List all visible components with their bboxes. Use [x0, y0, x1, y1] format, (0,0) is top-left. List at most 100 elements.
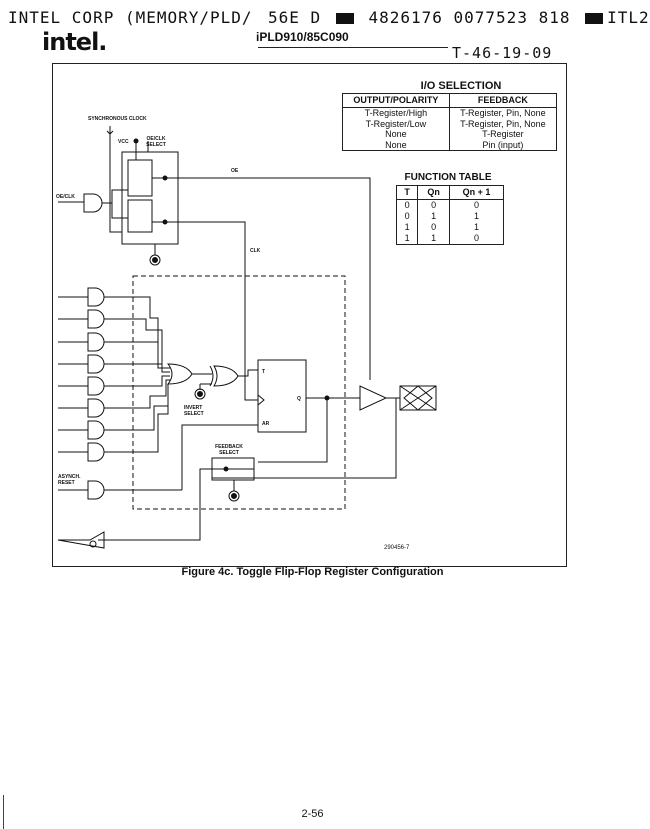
header-left: INTEL CORP (MEMORY/PLD/: [8, 8, 253, 27]
sync-clock-lines: [109, 134, 149, 233]
buffer-bubble: [89, 540, 97, 548]
table-cell: 0: [395, 211, 419, 222]
table-cell: 0: [448, 233, 505, 245]
clk-label: CLK: [250, 248, 261, 254]
product-term-routing: [104, 296, 170, 453]
column-header: FEEDBACK: [448, 93, 558, 108]
sync-clock-label: SYNCHRONOUS CLOCK: [88, 116, 147, 122]
oe-clk-select-label: OE/CLK SELECT: [146, 136, 166, 148]
q-output-line: [258, 397, 360, 463]
oe-label: OE: [231, 168, 239, 174]
black-block: [585, 13, 604, 24]
intel-logo: intel.: [42, 28, 107, 56]
header-numbers: 4826176 0077523 818: [368, 8, 571, 27]
product-term-gates: [58, 287, 105, 462]
column-header: Qn + 1: [448, 185, 505, 200]
feedback-node: [223, 466, 229, 472]
page-edge-line: [3, 795, 4, 829]
table-cell: 1: [448, 211, 505, 222]
t-input-label: T: [262, 369, 266, 375]
column-header: Qn: [417, 185, 450, 200]
mux-internal-lines: [152, 177, 178, 223]
mux-node: [162, 175, 168, 181]
invert-select-label: INVERT SELECT: [184, 405, 204, 417]
table-cell: T-Register: [448, 129, 558, 140]
table-cell: 1: [395, 233, 419, 245]
table-cell: 1: [417, 233, 450, 245]
t-flip-flop: [257, 359, 307, 433]
table-cell: 1: [448, 222, 505, 233]
table-cell: 1: [395, 222, 419, 233]
black-block: [335, 13, 354, 24]
oe-clk-branch: [111, 203, 128, 219]
figure-frame: [52, 63, 567, 567]
ar-line: [181, 424, 258, 490]
mux-node: [162, 219, 168, 225]
table-header-row: T Qn Qn + 1: [395, 185, 505, 200]
io-selection-table: OUTPUT/POLARITY FEEDBACK T-Register/High…: [342, 93, 558, 151]
q-output-label: Q: [297, 396, 301, 402]
table-cell: 0: [395, 199, 419, 211]
mux-switch-upper: [127, 159, 153, 197]
vcc-label: VCC: [118, 139, 129, 145]
oe-line: [178, 177, 371, 380]
logic-diagram: [57, 126, 437, 549]
table-cell: None: [342, 139, 450, 151]
pin-feedback-line: [212, 398, 397, 479]
column-header: T: [395, 185, 419, 200]
invert-fuse-dot: [197, 391, 203, 397]
table-cell: 1: [417, 211, 450, 222]
oe-clk-input-label: OE/CLK: [56, 194, 75, 200]
feedback-to-array: [98, 468, 235, 541]
figure-caption: Figure 4c. Toggle Flip-Flop Register Con…: [181, 566, 444, 578]
oe-clk-mux: [121, 151, 179, 245]
part-number: iPLD910/85C090: [256, 30, 349, 44]
function-table-title: FUNCTION TABLE: [404, 172, 492, 183]
feedback-select-label: FEEDBACK SELECT: [215, 444, 243, 456]
header-rule: [258, 47, 448, 48]
table-cell: 0: [417, 222, 450, 233]
xor-gate: [192, 365, 258, 387]
async-reset-gate: [58, 480, 182, 500]
table-cell: 0: [448, 199, 505, 211]
page-number: 2-56: [301, 808, 324, 820]
mux-switch-lower: [127, 199, 153, 233]
io-selection-title: I/O SELECTION: [420, 80, 502, 92]
doc-number: T-46-19-09: [452, 44, 553, 62]
table-cell: None: [342, 129, 450, 140]
invert-fuse-icon: [194, 388, 206, 400]
table-cell: T-Register, Pin, None: [448, 118, 558, 129]
feedback-input-buffer: [57, 531, 105, 549]
feedback-fuse-dot: [231, 493, 237, 499]
header-tail: ITL2: [607, 8, 650, 27]
clk-line: [178, 221, 258, 401]
ar-input-label: AR: [262, 421, 270, 427]
pin-x-mark: [399, 385, 437, 411]
sync-clock-arrow: [106, 126, 114, 135]
or-gate: [166, 363, 193, 385]
table-cell: T-Register/High: [342, 107, 450, 119]
oe-clk-input-gate: [58, 189, 128, 213]
table-cell: T-Register, Pin, None: [448, 107, 558, 119]
header-right: 56E D 4826176 0077523 818 ITL2: [268, 8, 650, 27]
q-node: [324, 395, 330, 401]
macrocell-boundary: [132, 275, 346, 510]
table-cell: T-Register/Low: [342, 118, 450, 129]
column-header: OUTPUT/POLARITY: [342, 93, 450, 108]
async-reset-label: ASYNCH. RESET: [58, 474, 81, 486]
table-cell: 0: [417, 199, 450, 211]
header-code: 56E D: [268, 8, 322, 27]
output-buffer: [359, 385, 388, 411]
vcc-node: [133, 138, 139, 144]
clock-triangle: [257, 394, 265, 406]
figure-code: 290456-7: [384, 545, 410, 551]
